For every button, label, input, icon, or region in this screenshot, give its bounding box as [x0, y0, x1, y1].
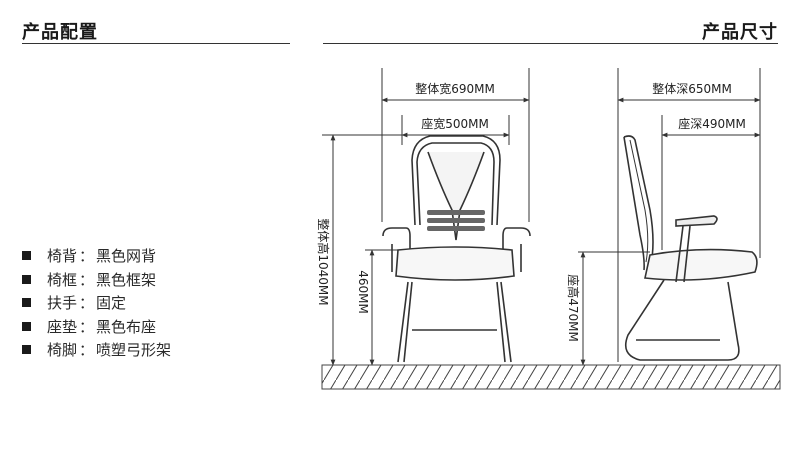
overall-width-label: 整体宽690MM	[415, 81, 495, 96]
spec-label: 椅脚	[47, 341, 78, 360]
front-view-chair	[382, 135, 531, 363]
spec-value: 黑色布座	[96, 317, 157, 336]
spec-item-backrest: 椅背： 黑色网背	[22, 244, 171, 268]
spec-item-base: 椅脚： 喷塑弓形架	[22, 338, 171, 362]
floor-hatch	[321, 364, 781, 390]
config-title-underline	[22, 43, 290, 44]
square-bullet-icon	[22, 345, 31, 355]
dimensions-title-underline	[323, 43, 778, 44]
spec-value: 固定	[96, 294, 127, 313]
front-dimension-lines	[322, 68, 530, 366]
spec-label: 座垫	[47, 317, 78, 336]
square-bullet-icon	[22, 274, 31, 284]
square-bullet-icon	[22, 321, 31, 331]
spec-label: 椅背	[47, 247, 78, 266]
spec-item-cushion: 座垫： 黑色布座	[22, 315, 171, 339]
spec-value: 黑色网背	[96, 247, 157, 266]
dimensions-title: 产品尺寸	[702, 22, 778, 43]
overall-height-label: 整体高1040MM	[316, 218, 331, 305]
spec-label: 扶手	[47, 294, 78, 313]
spec-value: 喷塑弓形架	[96, 341, 172, 360]
spec-value: 黑色框架	[96, 270, 157, 289]
overall-depth-label: 整体深650MM	[652, 81, 732, 96]
spec-item-armrest: 扶手： 固定	[22, 291, 171, 315]
side-view-chair	[623, 135, 758, 361]
spec-label: 椅框	[47, 270, 78, 289]
spec-item-frame: 椅框： 黑色框架	[22, 268, 171, 292]
seat-height-front-label: 460MM	[356, 270, 370, 314]
config-title: 产品配置	[22, 22, 98, 43]
seat-width-label: 座宽500MM	[421, 116, 489, 131]
square-bullet-icon	[22, 251, 31, 261]
seat-depth-label: 座深490MM	[678, 116, 746, 131]
seat-height-side-label: 座高470MM	[566, 274, 581, 342]
side-dimension-lines	[578, 68, 761, 366]
square-bullet-icon	[22, 298, 31, 308]
spec-list: 椅背： 黑色网背 椅框： 黑色框架 扶手： 固定 座垫： 黑色布座 椅脚： 喷塑…	[22, 244, 171, 362]
